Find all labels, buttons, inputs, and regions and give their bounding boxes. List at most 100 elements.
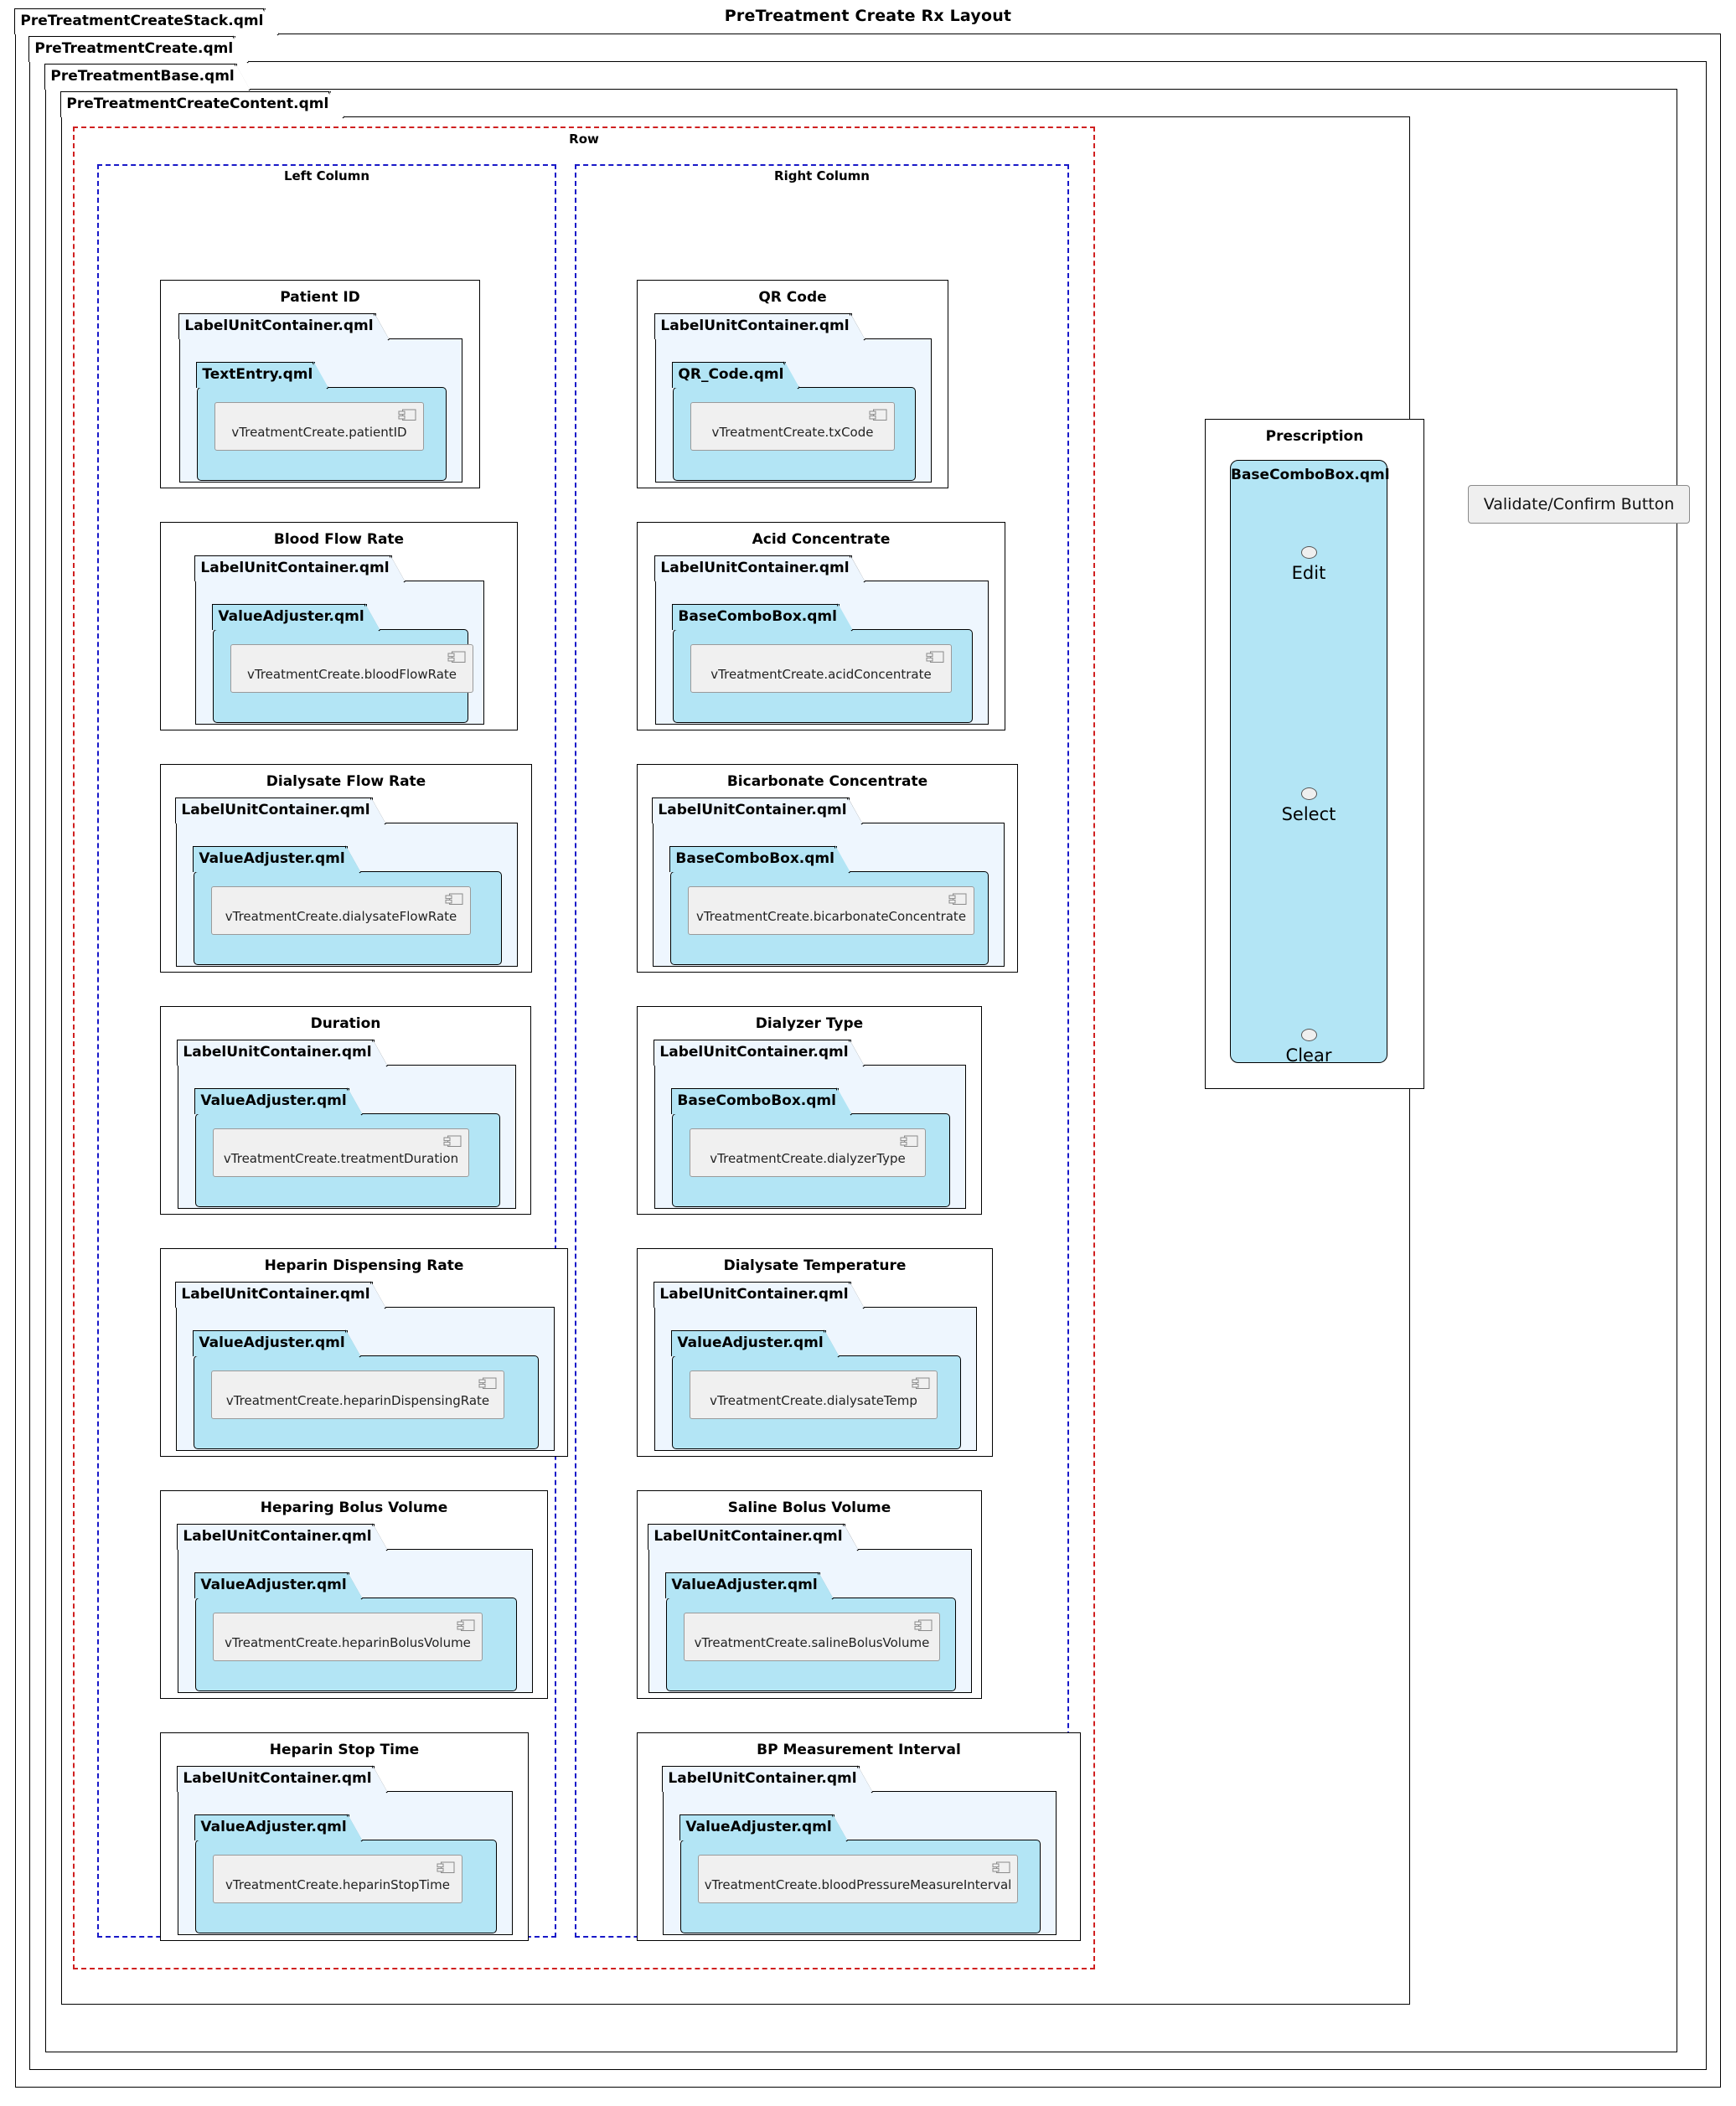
package-labelunitcontainer[interactable]: LabelUnitContainer.qml ValueAdjuster.qml… — [175, 1281, 555, 1451]
validate-confirm-button[interactable]: Validate/Confirm Button — [1468, 485, 1690, 524]
package-control-valueadjuster[interactable]: ValueAdjuster.qml vTreatmentCreate.hepar… — [194, 1814, 497, 1933]
component-heparinbolusvolume[interactable]: vTreatmentCreate.heparinBolusVolume — [213, 1613, 483, 1661]
card-heparin-dispensing-rate[interactable]: Heparin Dispensing Rate LabelUnitContain… — [160, 1248, 568, 1457]
tab-corner-slash-icon — [846, 797, 863, 825]
component-txcode[interactable]: vTreatmentCreate.txCode — [690, 402, 895, 451]
component-dialysatetemp[interactable]: vTreatmentCreate.dialysateTemp — [690, 1370, 938, 1419]
component-acidconcentrate[interactable]: vTreatmentCreate.acidConcentrate — [690, 644, 952, 693]
package-control-valueadjuster[interactable]: ValueAdjuster.qml vTreatmentCreate.hepar… — [194, 1572, 517, 1691]
package-control-basecombobox[interactable]: BaseComboBox.qml vTreatmentCreate.dialyz… — [671, 1087, 950, 1207]
package-control-basecombobox[interactable]: BaseComboBox.qml vTreatmentCreate.bicarb… — [669, 845, 989, 965]
component-bicarbonateconcentrate[interactable]: vTreatmentCreate.bicarbonateConcentrate — [688, 886, 974, 935]
card-bicarbonate-concentrate[interactable]: Bicarbonate Concentrate LabelUnitContain… — [637, 764, 1018, 973]
card-saline-bolus-volume[interactable]: Saline Bolus Volume LabelUnitContainer.q… — [637, 1490, 982, 1699]
package-labelunitcontainer[interactable]: LabelUnitContainer.qml ValueAdjuster.qml… — [654, 1281, 977, 1451]
package-labelunitcontainer[interactable]: LabelUnitContainer.qml ValueAdjuster.qml… — [177, 1523, 533, 1693]
package-tab-label: PreTreatmentCreate.qml — [34, 40, 234, 57]
card-heparing-bolus-volume[interactable]: Heparing Bolus Volume LabelUnitContainer… — [160, 1490, 548, 1699]
package-tab-labelunitcontainer: LabelUnitContainer.qml — [654, 555, 865, 583]
card-dialysate-flow-rate[interactable]: Dialysate Flow Rate LabelUnitContainer.q… — [160, 764, 532, 973]
package-tab-label: PreTreatmentBase.qml — [50, 68, 235, 85]
card-bp-measurement-interval[interactable]: BP Measurement Interval LabelUnitContain… — [637, 1732, 1081, 1941]
package-control-valueadjuster[interactable]: ValueAdjuster.qml vTreatmentCreate.blood… — [679, 1814, 1041, 1933]
tab-corner-slash-icon — [369, 1281, 386, 1309]
card-title: Heparin Stop Time — [269, 1742, 420, 1758]
package-control-valueadjuster[interactable]: ValueAdjuster.qml vTreatmentCreate.dialy… — [193, 845, 502, 965]
combo-item-select[interactable]: Select — [1231, 787, 1387, 824]
package-control-basecombobox[interactable]: BaseComboBox.qml vTreatmentCreate.acidCo… — [672, 603, 973, 723]
uml-component-icon — [914, 1619, 933, 1631]
card-prescription[interactable]: Prescription BaseComboBox.qml Edit Selec… — [1205, 419, 1424, 1089]
package-tab-label: LabelUnitContainer.qml — [181, 802, 370, 818]
card-dialyzer-type[interactable]: Dialyzer Type LabelUnitContainer.qml Bas… — [637, 1006, 982, 1215]
card-patient-id[interactable]: Patient ID LabelUnitContainer.qml TextEn… — [160, 280, 480, 488]
package-control-valueadjuster[interactable]: ValueAdjuster.qml vTreatmentCreate.salin… — [665, 1572, 956, 1691]
package-tab-control: ValueAdjuster.qml — [194, 1814, 363, 1842]
tab-corner-slash-icon — [346, 1087, 363, 1116]
package-tab-labelunitcontainer: LabelUnitContainer.qml — [652, 797, 863, 825]
component-label: vTreatmentCreate.bloodPressureMeasureInt… — [704, 1877, 1012, 1892]
package-labelunitcontainer[interactable]: LabelUnitContainer.qml BaseComboBox.qml … — [654, 555, 989, 725]
package-labelunitcontainer[interactable]: LabelUnitContainer.qml ValueAdjuster.qml… — [662, 1765, 1057, 1935]
component-label: vTreatmentCreate.patientID — [231, 425, 407, 440]
package-labelunitcontainer[interactable]: LabelUnitContainer.qml TextEntry.qml vTr… — [178, 312, 462, 483]
tab-corner-slash-icon — [344, 845, 361, 874]
package-tab-label: LabelUnitContainer.qml — [660, 560, 850, 576]
package-labelunitcontainer[interactable]: LabelUnitContainer.qml QR_Code.qml vTrea… — [654, 312, 932, 483]
tab-corner-slash-icon — [823, 1329, 840, 1358]
package-control-valueadjuster[interactable]: ValueAdjuster.qml vTreatmentCreate.dialy… — [671, 1329, 961, 1449]
package-control-valueadjuster[interactable]: ValueAdjuster.qml vTreatmentCreate.hepar… — [193, 1329, 539, 1449]
combo-item-label: Select — [1281, 804, 1336, 824]
tab-corner-slash-icon — [346, 1814, 363, 1842]
component-salinebolusvolume[interactable]: vTreatmentCreate.salineBolusVolume — [684, 1613, 940, 1661]
uml-component-icon — [869, 409, 887, 421]
package-labelunitcontainer[interactable]: LabelUnitContainer.qml ValueAdjuster.qml… — [194, 555, 484, 725]
tab-corner-slash-icon — [233, 35, 249, 64]
card-duration[interactable]: Duration LabelUnitContainer.qml ValueAdj… — [160, 1006, 531, 1215]
uml-component-icon — [992, 1861, 1010, 1873]
package-tab-pretreatmentcreatestack: PreTreatmentCreateStack.qml — [14, 8, 280, 36]
package-tab-labelunitcontainer: LabelUnitContainer.qml — [178, 312, 390, 341]
tab-corner-slash-icon — [842, 1523, 859, 1551]
card-dialysate-temperature[interactable]: Dialysate Temperature LabelUnitContainer… — [637, 1248, 993, 1457]
package-labelunitcontainer[interactable]: LabelUnitContainer.qml ValueAdjuster.qml… — [648, 1523, 972, 1693]
group-row-label: Row — [569, 132, 599, 147]
package-tab-label: ValueAdjuster.qml — [218, 608, 364, 625]
component-dialyzertype[interactable]: vTreatmentCreate.dialyzerType — [690, 1128, 926, 1177]
tab-corner-slash-icon — [371, 1765, 388, 1794]
package-tab-label: ValueAdjuster.qml — [677, 1334, 824, 1351]
component-bloodflowrate[interactable]: vTreatmentCreate.bloodFlowRate — [230, 644, 473, 693]
package-tab-control: TextEntry.qml — [196, 361, 328, 390]
combo-item-label: Edit — [1291, 563, 1326, 583]
component-heparinstoptime[interactable]: vTreatmentCreate.heparinStopTime — [213, 1855, 462, 1903]
package-control-valueadjuster[interactable]: ValueAdjuster.qml vTreatmentCreate.blood… — [212, 603, 473, 723]
package-control-valueadjuster[interactable]: ValueAdjuster.qml vTreatmentCreate.treat… — [194, 1087, 500, 1207]
combo-item-clear[interactable]: Clear — [1231, 1029, 1387, 1066]
tab-corner-slash-icon — [313, 361, 328, 390]
component-treatmentduration[interactable]: vTreatmentCreate.treatmentDuration — [213, 1128, 469, 1177]
component-heparindispensingrate[interactable]: vTreatmentCreate.heparinDispensingRate — [211, 1370, 504, 1419]
card-heparin-stop-time[interactable]: Heparin Stop Time LabelUnitContainer.qml… — [160, 1732, 529, 1941]
tab-corner-slash-icon — [835, 1087, 852, 1116]
package-control-textentry[interactable]: TextEntry.qml vTreatmentCreate.patientID — [196, 361, 447, 481]
card-acid-concentrate[interactable]: Acid Concentrate LabelUnitContainer.qml … — [637, 522, 1005, 730]
package-labelunitcontainer[interactable]: LabelUnitContainer.qml BaseComboBox.qml … — [652, 797, 1005, 967]
component-bloodpressuremeasureinterval[interactable]: vTreatmentCreate.bloodPressureMeasureInt… — [698, 1855, 1018, 1903]
uml-component-icon — [926, 651, 944, 663]
package-labelunitcontainer[interactable]: LabelUnitContainer.qml ValueAdjuster.qml… — [177, 1039, 516, 1209]
package-tab-control: ValueAdjuster.qml — [665, 1572, 834, 1600]
card-blood-flow-rate[interactable]: Blood Flow Rate LabelUnitContainer.qml V… — [160, 522, 518, 730]
package-tab-label: ValueAdjuster.qml — [200, 1092, 347, 1109]
component-label: vTreatmentCreate.acidConcentrate — [710, 667, 932, 682]
package-labelunitcontainer[interactable]: LabelUnitContainer.qml ValueAdjuster.qml… — [175, 797, 518, 967]
component-dialysateflowrate[interactable]: vTreatmentCreate.dialysateFlowRate — [211, 886, 471, 935]
card-qr-code[interactable]: QR Code LabelUnitContainer.qml QR_Code.q… — [637, 280, 948, 488]
combo-item-edit[interactable]: Edit — [1231, 546, 1387, 583]
package-labelunitcontainer[interactable]: LabelUnitContainer.qml BaseComboBox.qml … — [654, 1039, 966, 1209]
package-tab-control: ValueAdjuster.qml — [193, 1329, 361, 1358]
combo-panel-basecombobox[interactable]: BaseComboBox.qml Edit Select Clear — [1230, 460, 1390, 1066]
package-control-qr_code[interactable]: QR_Code.qml vTreatmentCreate.txCode — [672, 361, 916, 481]
component-patientid[interactable]: vTreatmentCreate.patientID — [214, 402, 424, 451]
package-tab-label: ValueAdjuster.qml — [200, 1819, 347, 1835]
package-labelunitcontainer[interactable]: LabelUnitContainer.qml ValueAdjuster.qml… — [177, 1765, 513, 1935]
